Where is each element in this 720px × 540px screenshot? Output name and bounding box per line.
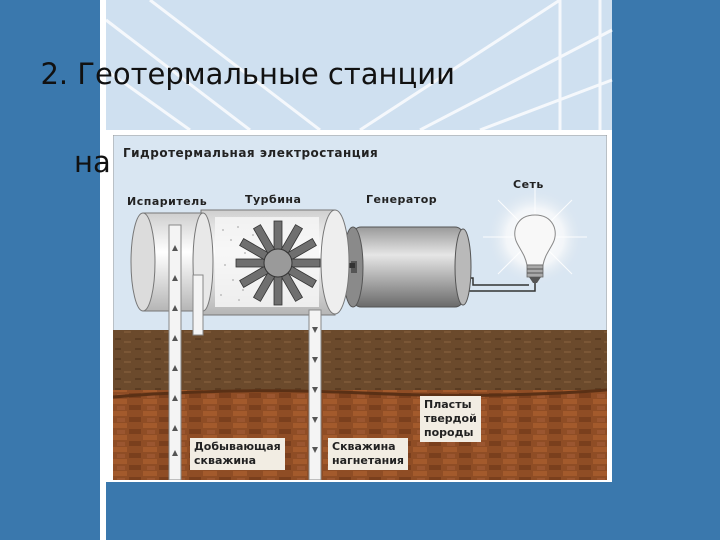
production-well-line-2: скважина [194,454,257,467]
label-injection-well: Скважина нагнетания [328,438,408,470]
label-rock-layers: Пласты твердой породы [420,396,481,442]
injection-well-line-2: нагнетания [332,454,404,467]
label-grid: Сеть [513,178,544,191]
label-turbine: Турбина [245,193,302,206]
right-stripe [614,0,720,540]
turbine-rotor [235,220,321,306]
injection-well-line-1: Скважина [332,440,396,453]
geothermal-diagram [113,135,607,480]
generator [342,226,472,308]
rock-layers-line-2: твердой [424,412,477,425]
rock-layers-line-3: породы [424,426,474,439]
rock-layers-line-1: Пласты [424,398,472,411]
injection-well-pipe [308,309,322,480]
left-stripe [0,0,100,540]
title-line-1: 2. Геотермальные станции [40,57,455,91]
production-well-line-1: Добывающая [194,440,281,453]
diagram-heading: Гидротермальная электростанция [123,146,379,160]
production-well-pipe [168,224,204,480]
label-evaporator: Испаритель [127,195,208,208]
label-generator: Генератор [366,193,438,206]
soil-layer [113,330,607,395]
label-production-well: Добывающая скважина [190,438,285,470]
light-bulb-icon [514,214,556,283]
